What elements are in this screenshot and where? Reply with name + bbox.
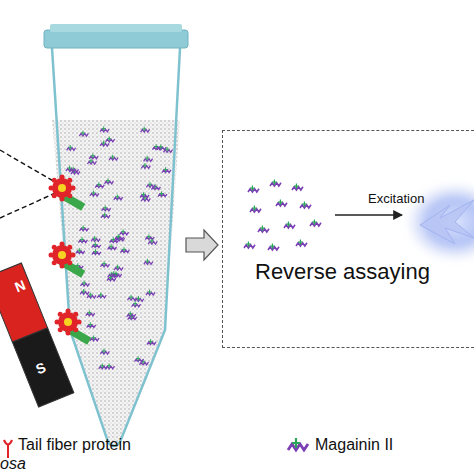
phage-particles [49, 175, 92, 345]
arrow-label: Excitation [368, 191, 424, 206]
magnet-symbol [0, 263, 74, 407]
excitation-arrow [335, 214, 402, 215]
species-name: osa [0, 455, 26, 473]
tube-cap [44, 30, 188, 48]
transfer-arrow [186, 230, 218, 260]
fluorescence-burst [420, 200, 474, 244]
view-line [0, 190, 62, 218]
dashed-panel: Reverse assaying [222, 130, 474, 348]
peptide-group [244, 179, 321, 250]
tube-cap-top [50, 24, 182, 32]
view-line [0, 150, 62, 186]
tube-contents [52, 120, 180, 446]
legend-label: Tail fiber protein [18, 436, 131, 454]
panel-title: Reverse assaying [255, 259, 430, 285]
legend-label: Magainin II [315, 436, 393, 454]
